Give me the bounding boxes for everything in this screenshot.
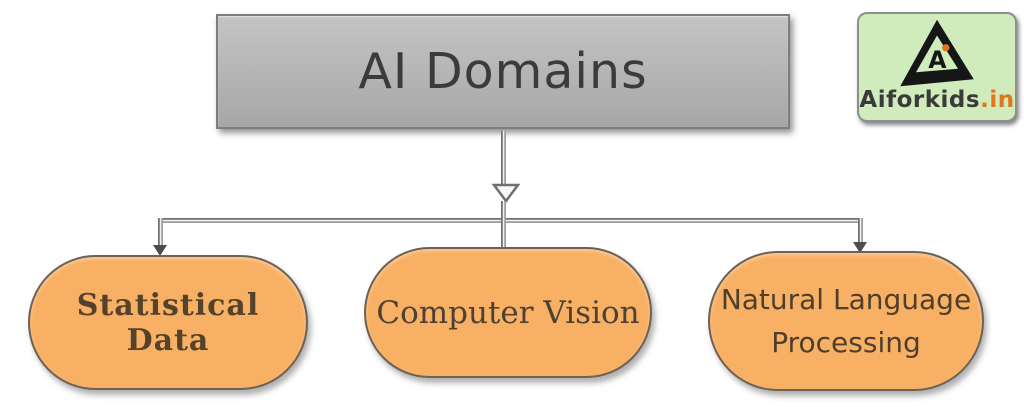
- arrow-down-outline-icon: [491, 183, 521, 204]
- arrowhead-left-icon: [153, 245, 167, 256]
- connector-branch-bar: [158, 218, 863, 223]
- connector-drop-right: [858, 218, 863, 246]
- node-computer-vision-label: Computer Vision: [376, 294, 640, 331]
- node-computer-vision: Computer Vision: [364, 247, 652, 378]
- logo-tld: .in: [980, 87, 1015, 113]
- aiforkids-triangle-icon: A: [900, 19, 974, 87]
- node-natural-language-processing: Natural Language Processing: [708, 251, 984, 391]
- connector-stem: [501, 131, 506, 185]
- connector-drop-middle: [501, 201, 506, 248]
- node-statistical-data-label: Statistical Data: [76, 287, 260, 358]
- connector-drop-left: [158, 218, 163, 248]
- aiforkids-logo-badge: A Aiforkids.in: [857, 12, 1017, 122]
- logo-brand: Aiforkids: [859, 87, 981, 113]
- node-ai-domains-label: AI Domains: [358, 43, 648, 100]
- node-natural-language-processing-label: Natural Language Processing: [720, 282, 972, 359]
- node-ai-domains: AI Domains: [216, 14, 790, 129]
- node-statistical-data: Statistical Data: [28, 255, 308, 390]
- arrowhead-right-icon: [853, 242, 867, 253]
- logo-dot-icon: [942, 44, 950, 52]
- logo-wordmark: Aiforkids.in: [859, 89, 1014, 112]
- logo-monogram: A: [928, 46, 947, 74]
